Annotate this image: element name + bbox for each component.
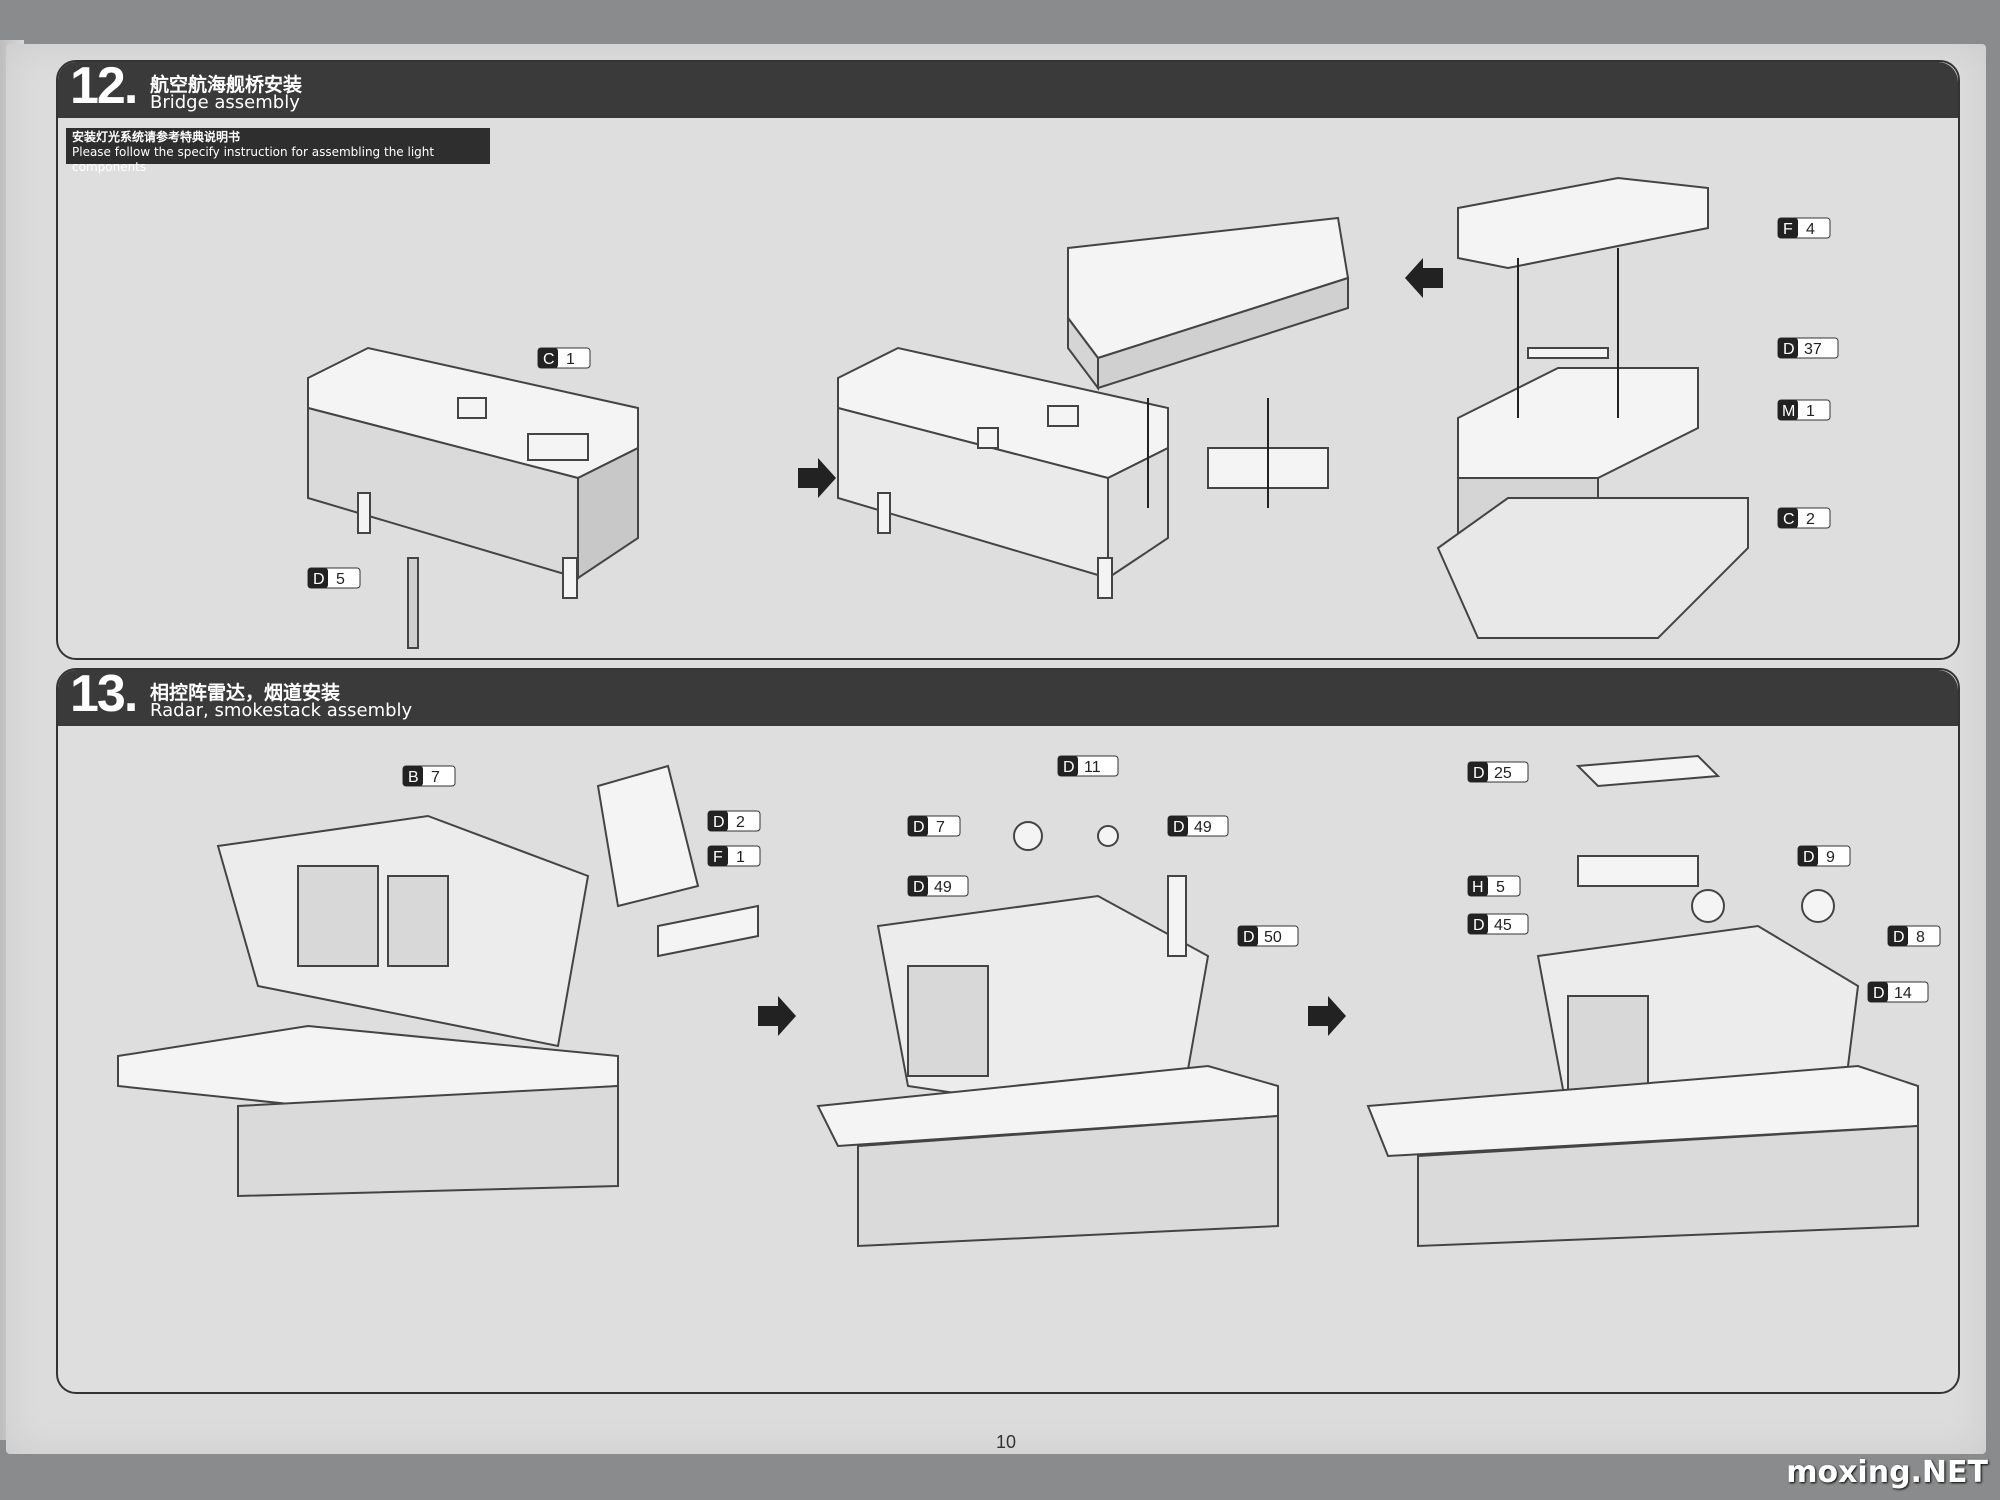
part-label-H5: H 5 [1467, 875, 1521, 897]
svg-text:1: 1 [566, 351, 575, 368]
svg-text:D: D [1243, 929, 1255, 946]
svg-text:D: D [313, 571, 325, 588]
radar-tower-center [816, 821, 1279, 1248]
bridge-base-hull-b [837, 346, 1329, 599]
svg-text:25: 25 [1494, 765, 1512, 782]
part-label-D7: D 7 [907, 815, 961, 837]
svg-text:5: 5 [336, 571, 345, 588]
svg-text:4: 4 [1806, 221, 1815, 238]
part-label-D2: D 2 [707, 810, 761, 832]
svg-text:C: C [543, 351, 555, 368]
svg-text:49: 49 [934, 879, 952, 896]
page-number: 10 [996, 1432, 1017, 1452]
svg-text:9: 9 [1826, 849, 1835, 866]
step-12-diagram: C 1 D 5 F 4 D [307, 176, 1839, 649]
svg-text:5: 5 [1496, 879, 1505, 896]
svg-text:D: D [1893, 929, 1905, 946]
svg-text:7: 7 [431, 769, 440, 786]
lighting-note-cn: 安装灯光系统请参考特典说明书 [72, 130, 241, 144]
radar-tower-left [117, 764, 759, 1198]
part-label-C2: C 2 [1777, 507, 1831, 529]
lighting-note: 安装灯光系统请参考特典说明书 Please follow the specify… [66, 128, 490, 174]
step-13-title-cn: 相控阵雷达，烟道安装 [150, 682, 341, 704]
svg-text:45: 45 [1494, 917, 1512, 934]
instruction-page: 12. 航空航海舰桥安装 Bridge assembly 安装灯光系统请参考特典… [6, 44, 1986, 1454]
part-label-D8: D 8 [1887, 925, 1941, 947]
svg-text:49: 49 [1194, 819, 1212, 836]
step-13-header: 13. 相控阵雷达，烟道安装 Radar, smokestack assembl… [58, 670, 1958, 726]
part-label-D49-top: D 49 [1167, 815, 1229, 837]
svg-text:1: 1 [736, 849, 745, 866]
step-13-title-en: Radar, smokestack assembly [150, 700, 413, 721]
svg-text:B: B [408, 769, 419, 786]
svg-text:D: D [1063, 759, 1075, 776]
part-label-C1: C 1 [537, 347, 591, 369]
step-12-header: 12. 航空航海舰桥安装 Bridge assembly [58, 62, 1958, 118]
svg-text:50: 50 [1264, 929, 1282, 946]
svg-text:F: F [713, 849, 723, 866]
step-12-title-cn: 航空航海舰桥安装 [150, 74, 303, 96]
svg-text:1: 1 [1806, 403, 1815, 420]
part-label-M1: M 1 [1777, 399, 1831, 421]
step-12-arrows [798, 258, 1443, 498]
part-label-D50: D 50 [1237, 925, 1299, 947]
svg-text:D: D [1473, 765, 1485, 782]
step-12-panel: 12. 航空航海舰桥安装 Bridge assembly 安装灯光系统请参考特典… [56, 60, 1960, 660]
svg-text:D: D [913, 879, 925, 896]
step-12-title-en: Bridge assembly [150, 92, 300, 113]
svg-text:H: H [1472, 879, 1484, 896]
svg-text:D: D [1803, 849, 1815, 866]
part-label-D45: D 45 [1467, 913, 1529, 935]
part-label-D37: D 37 [1777, 337, 1839, 359]
svg-text:D: D [913, 819, 925, 836]
bridge-parts-exploded [1436, 176, 1749, 639]
part-label-F4: F 4 [1777, 217, 1831, 239]
bridge-superstructure-center [1067, 216, 1350, 391]
part-label-D9: D 9 [1797, 845, 1851, 867]
step-13-number: 13. [70, 668, 138, 723]
part-label-B7: B 7 [402, 765, 456, 787]
svg-text:14: 14 [1894, 985, 1912, 1002]
watermark: moxing.NET [1786, 1455, 1988, 1490]
radar-tower-right [1366, 754, 1919, 1248]
svg-text:2: 2 [736, 814, 745, 831]
svg-text:D: D [1873, 985, 1885, 1002]
step-12-number: 12. [70, 60, 138, 115]
svg-text:11: 11 [1084, 759, 1101, 776]
part-label-F1: F 1 [707, 845, 761, 867]
step-13-panel: 13. 相控阵雷达，烟道安装 Radar, smokestack assembl… [56, 668, 1960, 1394]
svg-text:2: 2 [1806, 511, 1815, 528]
svg-text:D: D [1783, 341, 1795, 358]
part-label-D11: D 11 [1057, 755, 1119, 777]
step-13-arrows [758, 996, 1346, 1036]
step-13-diagram: B 7 D 2 F 1 D [117, 754, 1941, 1248]
svg-text:D: D [1173, 819, 1185, 836]
part-label-D25: D 25 [1467, 761, 1529, 783]
svg-text:M: M [1782, 403, 1795, 420]
svg-text:F: F [1783, 221, 1793, 238]
svg-text:8: 8 [1916, 929, 1925, 946]
part-label-D14: D 14 [1867, 981, 1929, 1003]
svg-text:37: 37 [1804, 341, 1822, 358]
bridge-base-hull-a [307, 346, 639, 649]
part-label-D5: D 5 [307, 567, 361, 589]
lighting-note-en: Please follow the specify instruction fo… [72, 145, 435, 174]
svg-text:C: C [1783, 511, 1795, 528]
part-label-D49-side: D 49 [907, 875, 969, 897]
svg-text:D: D [713, 814, 725, 831]
svg-text:7: 7 [936, 819, 945, 836]
svg-text:D: D [1473, 917, 1485, 934]
